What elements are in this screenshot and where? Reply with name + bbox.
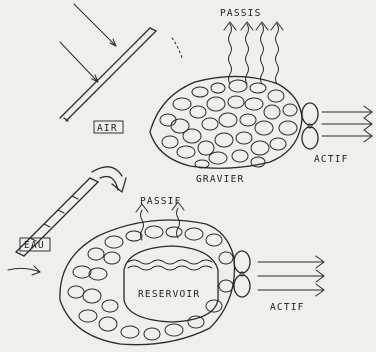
air-label-box: AIR [94, 121, 123, 134]
top-active-label: ACTIF [314, 154, 349, 165]
gravel-label: GRAVIER [196, 174, 244, 185]
air-inflow-arrows [60, 4, 182, 82]
top-fan-icon [302, 103, 318, 149]
water-inflow-arrow [8, 266, 40, 275]
water-flow-arrow [92, 167, 126, 192]
water-label-box: EAU [20, 238, 50, 251]
bottom-fan-icon [234, 251, 250, 297]
top-passive-arrows [224, 22, 283, 84]
top-passive-label: PASSIS [220, 8, 262, 19]
water-label: EAU [24, 240, 45, 251]
top-active-arrows [322, 106, 372, 142]
top-glass-pane [60, 28, 156, 121]
bottom-active-arrows [258, 256, 324, 296]
bottom-gravel-bed [60, 220, 235, 345]
reservoir-tank [124, 246, 218, 322]
top-gravel-bed [150, 76, 302, 168]
bottom-passive-arrows [136, 202, 184, 240]
reservoir-label: RESERVOIR [138, 289, 200, 300]
air-label: AIR [97, 123, 118, 134]
bottom-active-label: ACTIF [270, 302, 305, 313]
bottom-passive-label: PASSIF [140, 196, 182, 207]
